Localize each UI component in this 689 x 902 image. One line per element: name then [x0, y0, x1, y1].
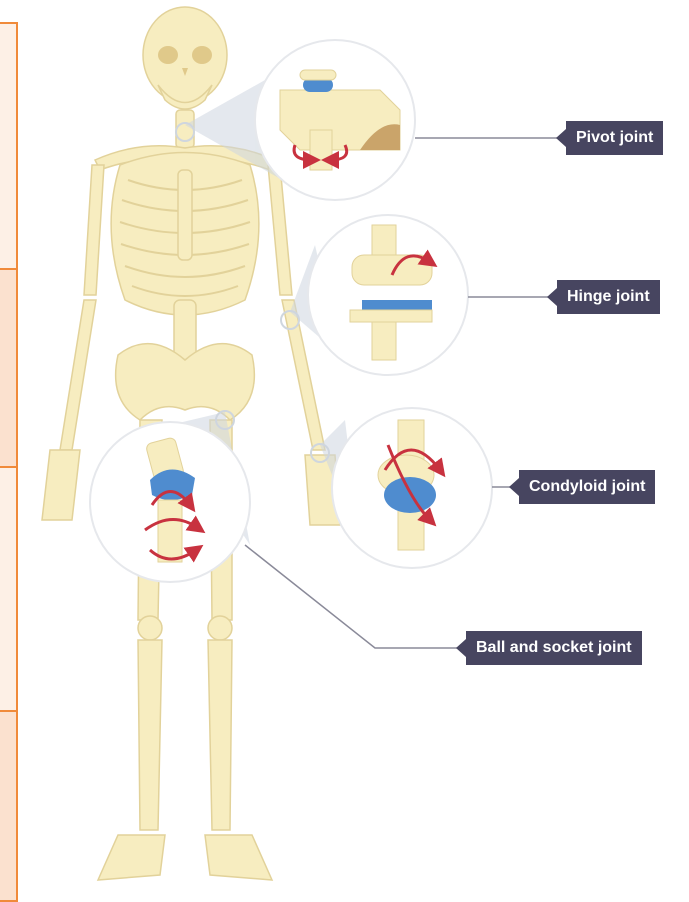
hinge-joint-label: Hinge joint — [557, 280, 660, 314]
left-tibia — [138, 640, 162, 830]
pivot-joint-detail — [255, 40, 415, 200]
sternum — [178, 170, 192, 260]
pivot-joint-label: Pivot joint — [566, 121, 663, 155]
lumbar-spine — [174, 300, 196, 360]
left-humerus — [84, 165, 104, 295]
left-foot — [98, 835, 165, 880]
ball-socket-joint-detail — [90, 422, 250, 582]
condyloid-joint-detail — [332, 408, 492, 568]
right-tibia — [208, 640, 232, 830]
right-foot — [205, 835, 272, 880]
left-kneecap — [138, 616, 162, 640]
ball-socket-joint-label: Ball and socket joint — [466, 631, 642, 665]
skull — [143, 7, 227, 103]
cervical-spine — [176, 110, 194, 148]
hinge-joint-detail — [308, 215, 468, 375]
left-hand — [42, 450, 80, 520]
left-forearm — [60, 300, 96, 450]
condyloid-joint-label: Condyloid joint — [519, 470, 655, 504]
right-kneecap — [208, 616, 232, 640]
